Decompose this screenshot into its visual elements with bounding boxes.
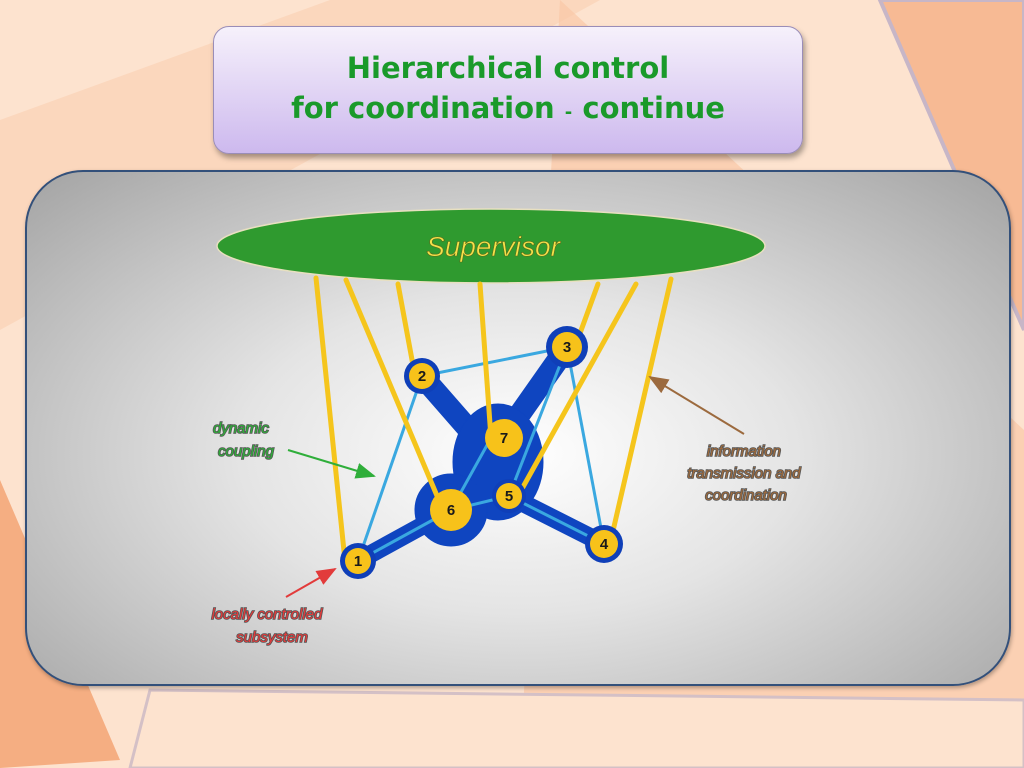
node-3-label: 3 (563, 339, 571, 356)
title-box: Hierarchical control for coordination - … (213, 26, 803, 154)
svg-text:dynamic coupling: dynamic coupling (213, 420, 275, 460)
title-separator: - (564, 101, 573, 123)
information-line-3: coordination (705, 487, 787, 504)
dynamic-coupling-line-1: dynamic (213, 420, 269, 437)
node-4: 4 (585, 525, 623, 563)
supervisor-ellipse (216, 208, 766, 284)
title-line-2-main: for coordination (291, 90, 555, 125)
dynamic-coupling-arrow (287, 449, 376, 479)
supervisor-label: Supervisor (426, 231, 562, 262)
information-line-1: information (707, 443, 781, 460)
dynamic-coupling-line-2: coupling (218, 443, 275, 460)
node-6-label: 6 (447, 502, 455, 519)
title-line-1: Hierarchical control (346, 50, 670, 85)
information-arrow (648, 375, 745, 435)
node-2: 2 (404, 358, 440, 394)
title-line-2: for coordination - continue (291, 88, 725, 133)
node-6: 6 (430, 489, 472, 531)
node-5: 5 (492, 479, 526, 513)
node-4-label: 4 (600, 536, 609, 553)
local-line-2: subsystem (236, 629, 308, 646)
information-links (313, 275, 674, 564)
node-1-label: 1 (354, 553, 362, 570)
node-5-label: 5 (505, 488, 513, 505)
node-1: 1 (340, 543, 376, 579)
local-arrow (285, 568, 337, 598)
information-line-2: transmission and (687, 465, 801, 482)
node-7: 7 (485, 419, 523, 457)
annotation-local: locally controlled subsystem (211, 568, 337, 647)
svg-text:information transmission: information transmission and coordinatio… (687, 443, 805, 504)
node-2-label: 2 (418, 368, 426, 385)
node-3: 3 (546, 326, 588, 368)
annotation-dynamic-coupling: dynamic coupling (212, 419, 376, 479)
title-line-2-end: continue (582, 90, 725, 125)
annotation-information: information transmission and coordinatio… (648, 375, 805, 505)
node-7-label: 7 (500, 430, 508, 447)
local-line-1: locally controlled (211, 606, 323, 623)
svg-text:locally controlled subsy: locally controlled subsystem (211, 606, 326, 646)
